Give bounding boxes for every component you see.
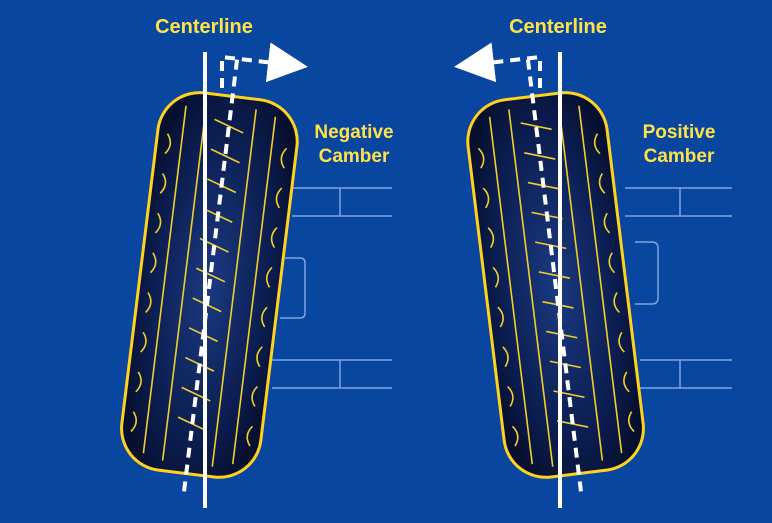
left-suspension: [272, 187, 392, 389]
right-camber-label-line1: Positive: [643, 122, 716, 143]
right-panel: Centerline Positive Camber: [454, 16, 732, 508]
right-camber-label-line2: Camber: [644, 146, 715, 167]
right-centerline-label: Centerline: [509, 16, 607, 38]
left-camber-label-line2: Camber: [319, 146, 390, 167]
right-suspension: [625, 187, 732, 389]
right-tire-centerline: [525, 59, 584, 494]
right-tire: [466, 59, 645, 494]
left-centerline-label: Centerline: [155, 16, 253, 38]
left-tire: [120, 59, 299, 494]
left-panel: Centerline Negative Camber: [120, 16, 394, 508]
left-tire-centerline: [181, 59, 240, 494]
left-direction-arrow: [220, 42, 308, 88]
right-direction-arrow: [454, 42, 542, 88]
left-camber-label-line1: Negative: [314, 122, 393, 143]
